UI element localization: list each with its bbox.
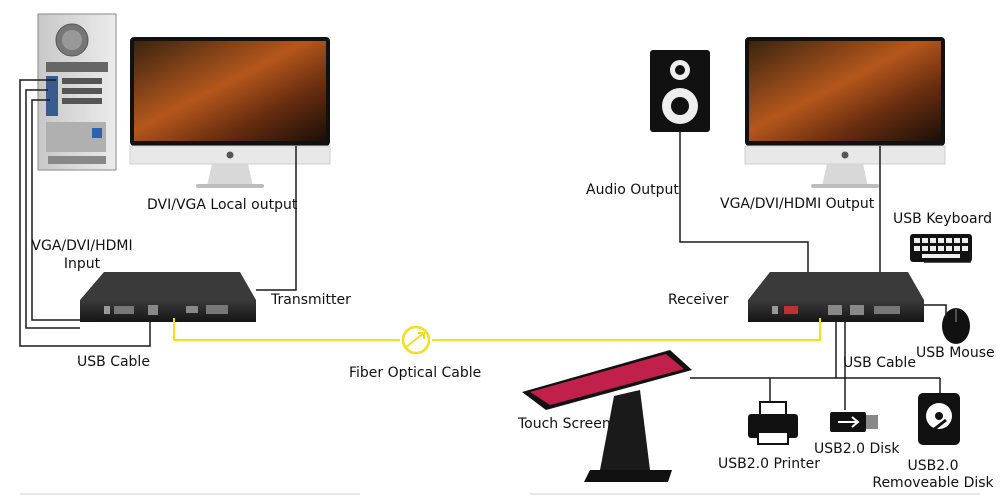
transmitter-device-icon [80,272,256,322]
label-usb-cable-left: USB Cable [77,354,150,370]
remote-monitor-icon [744,37,946,188]
label-vga-dvi-hdmi-output: VGA/DVI/HDMI Output [720,196,875,212]
divider-right [530,493,980,495]
label-transmitter: Transmitter [271,292,351,308]
local-monitor-icon [129,37,331,188]
touch-screen-kiosk-icon [522,350,692,482]
receiver-device-icon [748,272,924,322]
label-receiver: Receiver [668,292,729,308]
removable-disk-icon [918,393,960,445]
label-touch-screen: Touch Screen [518,416,611,432]
label-usb-mouse: USB Mouse [916,345,995,361]
printer-icon [748,401,798,445]
label-usb-keyboard: USB Keyboard [893,211,992,227]
label-input-line2: Input [63,256,101,272]
label-usb-cable-right: USB Cable [843,355,916,371]
label-audio-output: Audio Output [586,182,679,198]
usb-disk-icon [830,412,878,432]
label-removable-line2: Removeable Disk [872,475,994,491]
pc-tower-icon [37,13,117,171]
label-fiber-optical-cable: Fiber Optical Cable [349,365,482,381]
label-usb-printer: USB2.0 Printer [718,456,821,472]
speaker-icon [650,50,710,132]
divider-left [20,493,360,495]
label-input-line1: VGA/DVI/HDMI [31,238,133,254]
keyboard-icon [910,234,972,262]
label-dvi-vga-local-output: DVI/VGA Local output [147,197,298,213]
label-usb-disk: USB2.0 Disk [814,441,900,457]
fiber-cable [173,318,821,355]
mouse-icon [942,308,970,344]
label-removable-line1: USB2.0 [907,458,959,474]
cable-lines [19,79,971,410]
